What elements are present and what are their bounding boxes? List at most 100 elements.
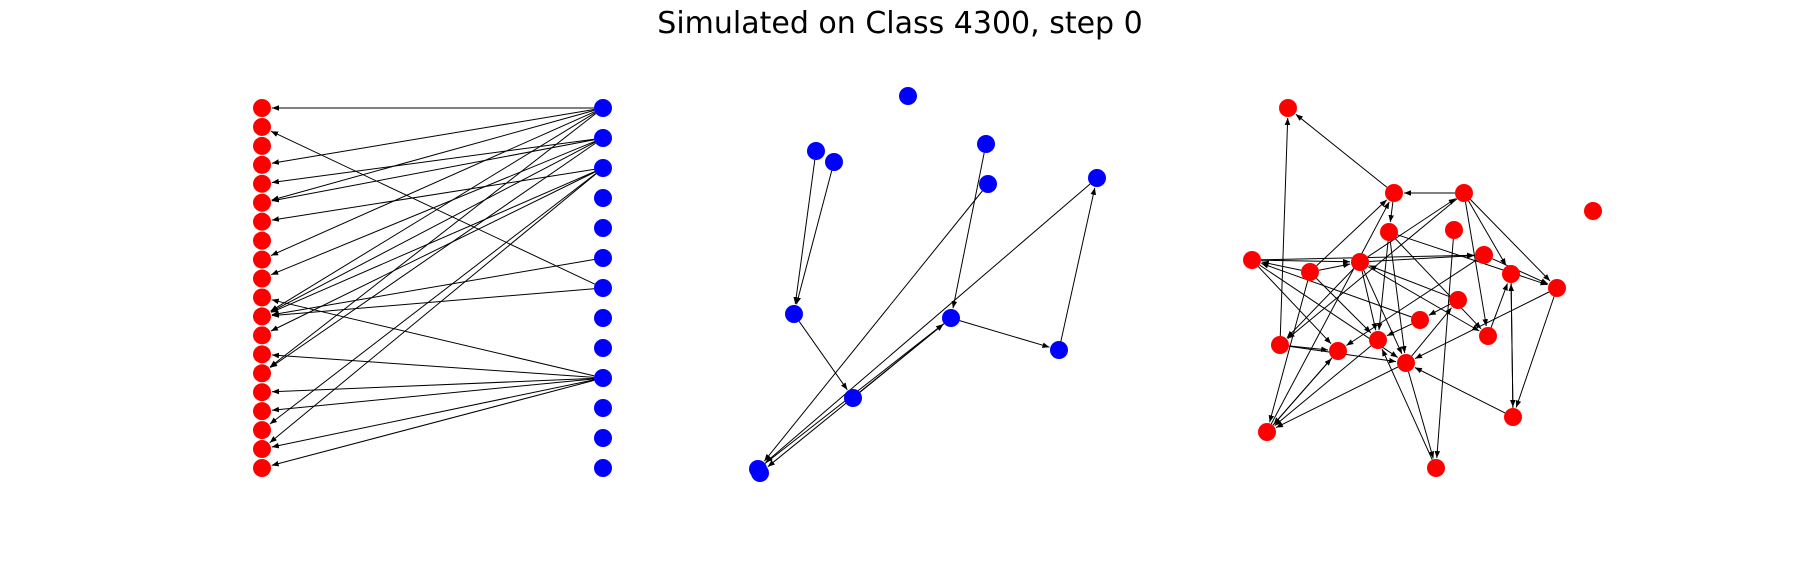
graph-edge — [271, 138, 595, 185]
graph-edge — [1408, 371, 1435, 459]
graph-edge — [795, 170, 833, 305]
graph-edge — [271, 109, 595, 201]
red-graph-node — [253, 326, 271, 345]
graph-edge — [271, 259, 595, 317]
red-graph-node — [253, 212, 271, 231]
red-graph-node — [253, 155, 271, 174]
red-graph-node — [1397, 354, 1415, 372]
red-graph-node — [1243, 251, 1261, 269]
red-graph-node — [1584, 202, 1602, 220]
graph-edge — [1261, 262, 1412, 318]
graph-edge — [1288, 345, 1329, 353]
graph-edge — [1490, 283, 1508, 328]
graph-edge — [1367, 266, 1480, 332]
graph-edge — [1411, 307, 1452, 357]
red-graph-node — [1449, 291, 1467, 309]
red-graph-node — [1445, 221, 1463, 239]
graph-edge — [1060, 187, 1097, 342]
graph-edge — [271, 378, 595, 413]
graph-edge — [1397, 234, 1548, 286]
graph-edge — [1363, 269, 1403, 355]
graph-edge — [1386, 323, 1413, 337]
red-graph-node — [253, 231, 271, 250]
red-graph-node — [253, 402, 271, 421]
graph-edge — [271, 377, 595, 395]
red-graph-node — [253, 136, 271, 155]
graph-edge — [1316, 199, 1388, 267]
red-graph-node — [1380, 223, 1398, 241]
graph-edge — [271, 139, 595, 203]
blue-graph-node — [594, 129, 612, 147]
graph-edge — [1465, 201, 1488, 327]
red-graph-node — [253, 99, 271, 117]
bipartite-nodes — [253, 99, 612, 477]
blue-graph-edges — [763, 152, 1097, 468]
graph-edge — [1394, 238, 1482, 330]
graph-edge — [1268, 280, 1309, 423]
red-graph-node — [253, 421, 271, 440]
graph-edge — [271, 379, 595, 449]
graph-edge — [271, 171, 595, 313]
blue-graph-nodes — [749, 87, 1106, 482]
graph-edge — [1428, 303, 1451, 316]
graph-edge — [1388, 201, 1394, 223]
blue-graph-node — [979, 175, 997, 193]
red-graph-node — [1279, 99, 1297, 117]
graph-edge — [959, 320, 1050, 348]
red-graph-node — [253, 288, 271, 307]
graph-edge — [271, 168, 595, 222]
graph-edge — [1389, 240, 1407, 354]
red-graph-node — [253, 117, 271, 136]
blue-graph-node — [594, 459, 612, 477]
blue-graph-node — [594, 99, 612, 117]
graph-edge — [1509, 282, 1516, 408]
red-graph-node — [253, 345, 271, 364]
graph-edge — [1434, 238, 1454, 459]
graph-edge — [1376, 240, 1389, 331]
red-graph-node — [1427, 459, 1445, 477]
blue-graph-node — [825, 153, 843, 171]
red-graph-node — [1258, 423, 1276, 441]
red-graph-node — [253, 174, 271, 193]
graph-edge — [271, 379, 595, 467]
blue-graph-node — [844, 389, 862, 407]
graph-edge — [793, 159, 816, 305]
graph-edge — [269, 173, 597, 425]
blue-graph-node — [751, 464, 769, 482]
graph-edge — [1361, 270, 1377, 331]
red-graph-node — [253, 440, 271, 459]
blue-graph-node — [594, 249, 612, 267]
bipartite-edges — [269, 105, 597, 467]
graph-edge — [1414, 367, 1506, 414]
blue-graph-node — [977, 135, 995, 153]
graph-edge — [269, 113, 597, 368]
red-graph-node — [1504, 408, 1522, 426]
graph-edge — [1274, 345, 1372, 426]
red-graph-node — [253, 459, 271, 477]
blue-graph-node — [594, 189, 612, 207]
blue-graph-node — [594, 279, 612, 297]
blue-graph-node — [594, 369, 612, 387]
graph-edge — [1270, 201, 1390, 425]
red-graph-node — [253, 193, 271, 212]
red-graph-node — [1351, 253, 1369, 271]
figure-title: Simulated on Class 4300, step 0 — [657, 6, 1143, 41]
red-graph-nodes — [1243, 99, 1602, 477]
graph-edge — [271, 352, 595, 378]
graph-edge — [1257, 266, 1332, 345]
sparse-blue-graph-panel — [749, 87, 1106, 482]
red-graph-node — [253, 250, 271, 269]
graph-edge — [1279, 117, 1291, 337]
graph-edge — [1414, 291, 1550, 360]
blue-graph-node — [594, 159, 612, 177]
bipartite-graph-panel — [253, 99, 612, 477]
red-graph-node — [253, 383, 271, 402]
graph-edge — [1468, 200, 1507, 266]
graph-edge — [765, 183, 1091, 463]
graph-edge — [951, 152, 985, 309]
graph-edge — [1381, 348, 1433, 461]
graph-edge — [271, 288, 595, 318]
graph-edge — [270, 141, 596, 313]
graph-edge — [270, 171, 596, 332]
